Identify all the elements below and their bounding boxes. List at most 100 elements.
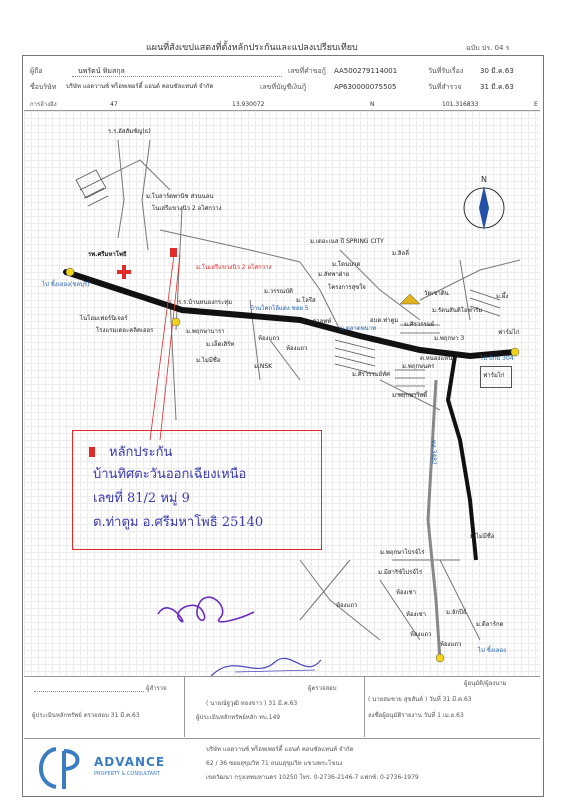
note-line4: ต.ท่าตูม อ.ศรีมหาโพธิ 25140 <box>93 515 264 530</box>
pointer-lines <box>149 254 181 441</box>
map-label-naa: ม.มีสาริช์โปรจ์ไร่ <box>378 569 423 576</box>
map-label-prukanara: ม.พฤกษานารา <box>186 328 225 335</box>
company-addr1: 62 / 36 ซอยสุขุมวิท 71 ถนนสุขุมวิท แขวงพ… <box>206 760 343 767</box>
map-label-jatuchak: ม.จักปีธ์ <box>446 609 467 616</box>
housing-blocks <box>75 169 501 395</box>
map-label-to-sriracha: ไป ชิ้งเลอง(ชลบุรี) <box>42 281 90 288</box>
coord-zone: 47 <box>110 101 118 108</box>
map-label-to-cd: ไป ปักฉ 304 <box>480 355 514 362</box>
document-frame <box>22 55 544 797</box>
map-label-ratsami: ม.รัตนสันติโอฟาร์ม <box>432 307 483 314</box>
sig-divider-1 <box>184 677 185 737</box>
note-line3: เลขที่ 81/2 หมู่ 9 <box>93 491 190 506</box>
map-label-boat: ม.ดีลาร์กด <box>476 621 504 628</box>
signature-drawing <box>157 596 255 623</box>
map-label-village-top: โนเสรีแขวงนิว 2 อโศกวาง <box>152 205 222 212</box>
map-label-sirawat: ม.ศิรวรรมย์ <box>404 321 435 328</box>
map-label-hatnoi: ต.หนองแหน <box>420 355 453 362</box>
appraiser-label: ชื่อบริษัท <box>30 83 57 91</box>
company-logo-sub: PROPERTY & CONSULTANT <box>94 771 160 777</box>
sig-divider-2 <box>364 677 365 737</box>
map-label-school3: ร.ร.ค่าลูทท์ <box>302 318 332 325</box>
direction-markers <box>65 267 520 663</box>
survey-date-label: วันที่สำรวจ <box>428 83 462 91</box>
sig-right-role: ผู้อนุมัติ/ผู้ลงนาม <box>464 680 507 687</box>
map-label-school2: ร.ร.บ้านหนองกระทุ่ม <box>178 299 233 306</box>
sig-right-sub: ลงชื่อผู้อนุมัติรายงาน วันที่ 1 เม.ย.63 <box>368 712 464 719</box>
company-name: บริษัท แอดวานซ์ พร็อพเพอร์ตี้ แอนด์ คอนซ… <box>206 746 354 753</box>
document-title: แผนที่สังเขปแสดงที่ตั้งหลักประกันและแปลง… <box>146 43 358 53</box>
job-no-label: เลขที่บัญชีเงินกู้ <box>260 83 307 91</box>
coord-e-label: E <box>534 101 538 108</box>
map-label-hotel: โรงแรมเดอะคลิคเออร <box>96 327 154 334</box>
map-label-highway: ทล.3482 <box>430 440 437 465</box>
map-label-pruksa-lotus: ม.พฤกษาโลตี้ <box>392 392 428 399</box>
branch-road <box>445 355 478 561</box>
subject-marker <box>170 248 177 257</box>
sig-line-left <box>34 691 144 692</box>
map-label-pruksa3: ม.พฤกษา 3 <box>434 335 465 342</box>
map-label-mixed-road: บ้านโคกโล้แดง ซอย 5 <box>250 305 309 312</box>
map-label-letsit: ม.เล็ดเสิร์ท <box>206 341 235 348</box>
job-no: AP630000075505 <box>334 83 397 91</box>
coord-lon: 101.316833 <box>442 101 479 108</box>
svg-text:N: N <box>481 175 487 184</box>
signature-drawing-2 <box>210 657 322 677</box>
map-label-mimisue: ม.ไม่มีชื่อ <box>196 357 221 364</box>
map-label-worabot: ม.วรรณบัติ <box>264 288 293 295</box>
map-label-farm1: ฟาร์มไก่ <box>498 329 520 336</box>
map-label-sirawat2: ม.ศิรวรรมย์ทัศ <box>352 371 390 378</box>
sig-mid-name: ( นายณัฐวุฒิ ทองขาว ) 31 มี.ค.63 <box>206 700 298 707</box>
map-label-lilly: ม.ลิลลี่ <box>392 250 409 257</box>
map-area <box>24 110 540 677</box>
receive-date: 30 มี.ค.63 <box>480 67 514 75</box>
farm2-box: ฟาร์มไก่ <box>480 366 512 388</box>
signature-row: ผู้สำรวจ ผู้ประเมินหลักทรัพย์ ตรวจสอบ 31… <box>24 676 540 737</box>
map-label-top-school: ร.ร.อัสสัมชัญ(ธ) <box>108 128 151 135</box>
map-label-hospital: รพ.ศรีมหาโพธิ <box>88 251 127 258</box>
map-label-no-name2: ม.ไม่มีชื่อ <box>470 533 495 540</box>
form-number: ฉบับ ปร. 04 ร <box>466 44 510 52</box>
company-logo-icon <box>39 747 80 789</box>
client-label: ผู้ถือ <box>30 67 43 75</box>
note-flag-icon <box>89 447 95 457</box>
app-no: AA500279114001 <box>334 67 398 75</box>
receive-date-label: วันที่รับเรื่อง <box>428 67 464 75</box>
client-name: นพรัตน์ ทิมสกุล <box>78 67 125 75</box>
map-label-police: อบต.ท่าตูม <box>370 317 399 324</box>
hospital-icon <box>117 265 131 279</box>
map-label-dolls: ม.โดนนาด <box>332 261 361 268</box>
map-label-homestay: ไนโฮมเฟอร์นิเจอร์ <box>80 315 128 322</box>
map-label-room-row7: ห้องแถว <box>440 641 462 648</box>
sig-right-name: ( นายสมชาย สุขสันต์ ) วันที่ 31 มี.ค.63 <box>368 696 472 703</box>
map-label-to-road: ไป ชิ้งเลอง <box>478 647 506 654</box>
map-label-room-row: ห้องแถว <box>258 335 280 342</box>
map-label-room-row3: ห้องแถว <box>336 602 358 609</box>
main-road <box>63 269 518 360</box>
map-label-room-row4: ห้องเช่า <box>396 589 416 596</box>
map-label-farm2: ฟาร์มไก่ <box>483 372 505 379</box>
info-block: ผู้ถือ นพรัตน์ ทิมสกุล เลขที่คำขอกู้ AA5… <box>22 60 542 108</box>
client-underline <box>72 76 282 77</box>
app-no-label: เลขที่คำขอกู้ <box>288 67 326 75</box>
map-label-spring-city: ม.เดอะเนส ปี SPRING CITY <box>310 238 384 245</box>
temple-icon <box>399 293 421 305</box>
map-label-room-row6: ห้องแถว <box>410 631 432 638</box>
secondary-roads <box>99 139 521 641</box>
sig-left-role: ผู้สำรวจ <box>146 685 167 692</box>
map-label-room-row5: ห้องเช่า <box>406 611 426 618</box>
company-logo-text: ADVANCE <box>94 755 166 769</box>
north-arrow-icon: N <box>463 175 505 230</box>
map-label-project: โครงการสุขใจ <box>328 284 366 291</box>
note-line2: บ้านทิศตะวันออกเฉียงเหนือ <box>93 467 247 482</box>
sig-left-sub: ผู้ประเมินหลักทรัพย์ ตรวจสอบ 31 มี.ค.63 <box>32 712 140 719</box>
map-label-market: ม.ตลาดพนาท <box>340 325 377 332</box>
collateral-note-box: หลักประกัน บ้านทิศตะวันออกเฉียงเหนือ เลข… <box>72 430 322 550</box>
map-label-bus-stop: ม.โบลาร์ดพานิช ส่วนนอน <box>146 193 214 200</box>
survey-date: 31 มี.ค.63 <box>480 83 514 91</box>
sig-mid-role: ผู้ตรวจสอบ <box>308 685 337 692</box>
map-label-lori: ม.โลรีส <box>296 297 316 304</box>
note-line1: หลักประกัน <box>109 445 173 460</box>
map-label-sattaphon: ม.ลัทพาฝ่าย <box>318 271 350 278</box>
